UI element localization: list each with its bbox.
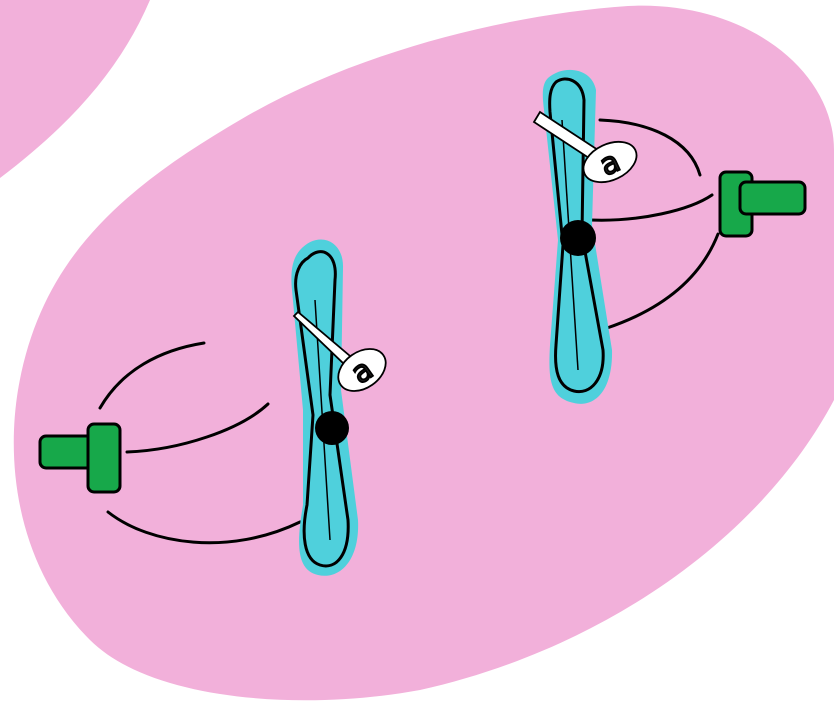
left-centromere xyxy=(315,411,349,445)
cell-body xyxy=(14,6,834,701)
right-centromere xyxy=(560,220,596,256)
left-centrosome-block xyxy=(88,424,120,492)
right-centrosome-bar xyxy=(740,182,805,214)
adjacent-cell xyxy=(0,0,150,178)
